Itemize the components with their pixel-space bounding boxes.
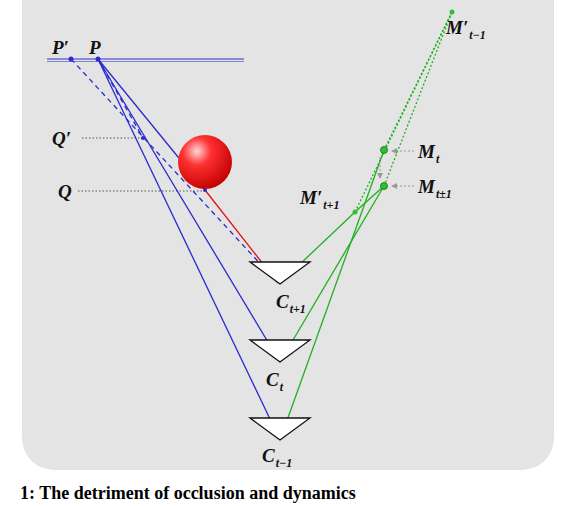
point (381, 147, 388, 154)
dotted-ray (384, 12, 452, 186)
point (141, 136, 145, 140)
point-label: M (418, 177, 435, 196)
point-label: P (89, 38, 101, 57)
camera-label: C (276, 292, 289, 311)
dotted-ray (355, 12, 452, 212)
ray (280, 186, 384, 362)
subscript: t−1 (276, 457, 293, 469)
point (69, 57, 74, 62)
point (381, 183, 388, 190)
point-label: Q (58, 182, 72, 201)
point (353, 210, 358, 215)
camera-symbol (250, 418, 310, 440)
ray (98, 59, 280, 362)
camera-label: C (262, 446, 275, 465)
point-label: Q′ (52, 129, 71, 148)
leader-line (78, 191, 204, 192)
point-label: M′ (300, 188, 322, 207)
subscript: t±1 (436, 188, 452, 200)
motion-arrow (380, 157, 381, 178)
dashed-ray (98, 59, 143, 138)
subscript: t−1 (469, 29, 486, 41)
leader-line (82, 138, 142, 139)
camera-symbol (250, 262, 310, 284)
subscript: t+1 (323, 199, 339, 211)
subscript: t (436, 153, 439, 165)
camera-label: C (266, 370, 279, 389)
subscript: t+1 (290, 303, 306, 315)
point-label: M′ (446, 18, 468, 37)
point-label: M (418, 142, 435, 161)
pointer-arrow (392, 186, 414, 187)
background-panel (22, 0, 554, 470)
pointer-arrow (392, 151, 414, 152)
point-label: P′ (52, 38, 69, 57)
ray (280, 150, 384, 440)
point (203, 188, 207, 192)
occluder-sphere (178, 135, 232, 189)
camera-symbol (250, 340, 310, 362)
point (96, 57, 101, 62)
figure-caption: 1: The detriment of occlusion and dynami… (20, 484, 356, 502)
plane-line (47, 58, 244, 59)
plane-line (47, 61, 244, 62)
subscript: t (280, 381, 283, 393)
ray (98, 59, 280, 440)
dashed-ray (71, 59, 278, 283)
point (450, 10, 455, 15)
